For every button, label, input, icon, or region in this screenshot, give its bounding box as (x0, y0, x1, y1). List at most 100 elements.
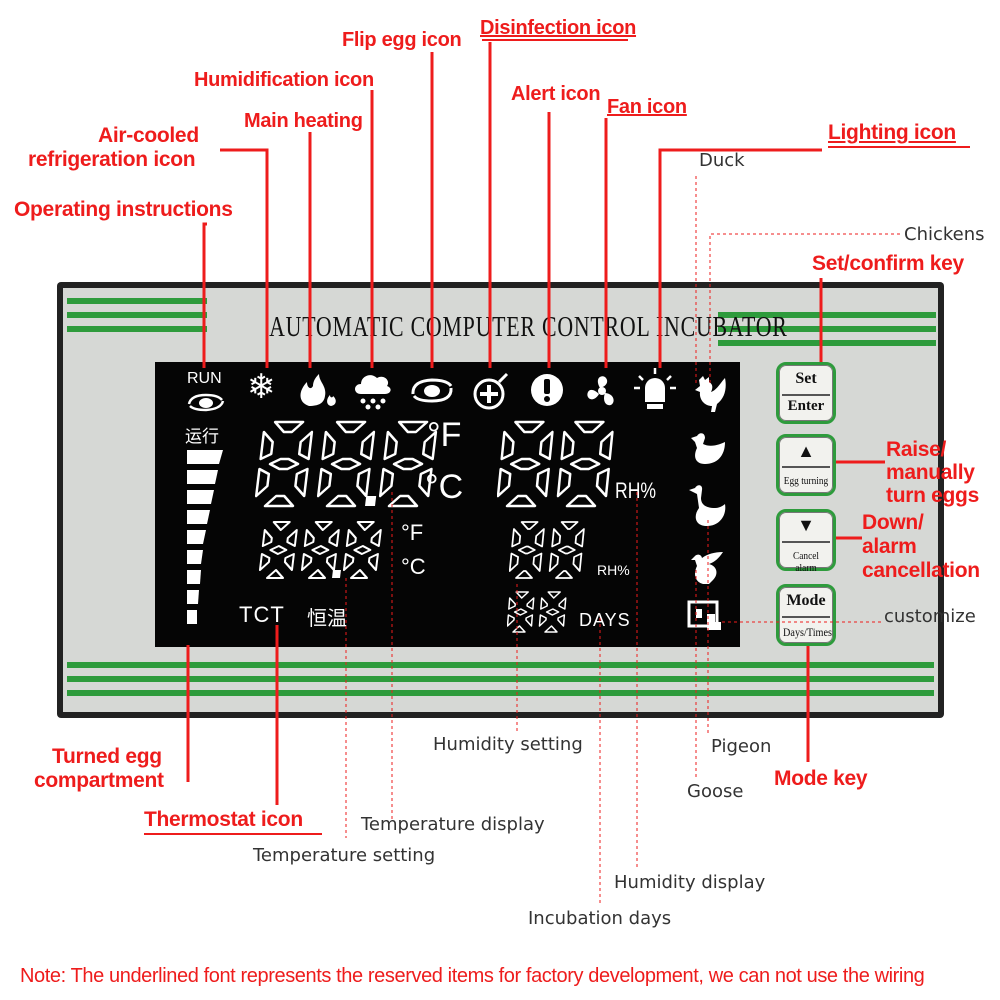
digit-segment (421, 430, 438, 461)
disinfection-icon (473, 372, 509, 410)
digit-segment (273, 420, 305, 434)
callout-operating-instructions: Operating instructions (14, 198, 233, 221)
digit-segment (356, 521, 375, 531)
callout-raise-line3: turn eggs (886, 484, 979, 507)
flip-egg-icon (411, 378, 453, 403)
callout-pigeon: Pigeon (711, 736, 772, 757)
egg-turning-label: Egg turning (783, 475, 829, 487)
bottom-stripe (67, 662, 934, 668)
enter-key-label: Enter (787, 398, 825, 414)
callout-down-line2: alarm (862, 535, 917, 558)
thermostat-cn-label: 恒温 (307, 606, 347, 630)
down-cancel-alarm-button[interactable]: ▼ Cancel alarm (776, 509, 836, 574)
digit-segment (383, 430, 398, 461)
callout-turned-egg-line2: compartment (34, 769, 164, 792)
footnote: Note: The underlined font represents the… (20, 965, 925, 987)
callout-air-cooled-line2: refrigeration icon (28, 148, 196, 171)
digit-segment (545, 608, 560, 616)
digit-segment (569, 457, 601, 471)
digit-segment (272, 521, 291, 531)
temperature-setting-digits (258, 520, 402, 585)
digit-segment (349, 569, 369, 579)
digit-segment (325, 494, 357, 508)
digit-segment (342, 553, 355, 571)
callout-alert: Alert icon (511, 83, 601, 105)
digit-segment (330, 457, 362, 471)
digit-segment (557, 614, 566, 627)
digit-segment (565, 494, 597, 508)
digit-segment (535, 467, 550, 498)
digit-segment (525, 614, 534, 627)
digit-segment (496, 467, 512, 498)
digit-segment (303, 529, 315, 547)
callout-down-line3: cancellation (862, 559, 980, 582)
digit-segment (574, 420, 605, 434)
customize-icon (687, 600, 721, 630)
digit-segment (500, 430, 515, 461)
digit-segment (328, 529, 340, 547)
top-stripe (67, 326, 207, 332)
digit-segment (300, 553, 313, 571)
fan-icon (587, 376, 614, 406)
temperature-set-unit-f: °F (401, 520, 424, 545)
up-arrow-icon: ▲ (797, 441, 815, 461)
decimal-point (365, 496, 377, 506)
digit-segment (269, 545, 288, 555)
seven-segment-display (508, 521, 585, 579)
callout-raise-line1: Raise/ (886, 438, 947, 461)
callout-incubation-days: Incubation days (528, 908, 672, 929)
digit-segment (517, 545, 536, 555)
digit-segment (574, 528, 585, 548)
callout-disinfection: Disinfection icon (480, 17, 637, 39)
digit-segment (558, 597, 567, 610)
callout-raise-line2: manually (886, 461, 975, 484)
digit (508, 521, 545, 579)
key-divider (782, 541, 830, 543)
digit-segment (508, 552, 519, 572)
digit-segment (356, 467, 371, 498)
up-egg-turning-button[interactable]: ▲ Egg turning (776, 434, 836, 496)
pigeon-icon (691, 552, 723, 584)
mode-key-label: Mode (786, 592, 826, 609)
thermostat-tct-label: TCT (239, 602, 285, 627)
incubation-days-digits (506, 590, 584, 639)
digit-segment (560, 430, 575, 461)
digit-segment (505, 494, 537, 508)
set-enter-button[interactable]: Set Enter (776, 362, 836, 424)
digit (506, 591, 535, 633)
digit-segment (511, 528, 522, 548)
callout-chickens: Chickens (904, 224, 985, 245)
digit-segment (397, 420, 429, 434)
digit-segment (526, 597, 535, 610)
light-bulb-icon (634, 368, 676, 409)
callout-main-heating: Main heating (244, 110, 363, 132)
digit-segment (314, 521, 333, 531)
top-stripe (67, 312, 207, 318)
bottom-stripe (67, 676, 934, 682)
digit (556, 420, 614, 508)
callout-goose: Goose (687, 781, 744, 802)
digit-segment (353, 545, 372, 555)
key-divider (782, 394, 830, 396)
top-stripe (718, 340, 936, 346)
digit-segment (265, 569, 285, 579)
digit-segment (547, 591, 561, 599)
egg-turning-bar-graph (187, 450, 223, 624)
digit-segment (551, 528, 562, 548)
digit-segment (555, 570, 573, 579)
callout-thermostat: Thermostat icon (144, 808, 303, 831)
seven-segment-display (506, 591, 567, 633)
digit-segment (311, 545, 330, 555)
digit (378, 420, 438, 508)
humidity-setting-digits (508, 520, 605, 585)
days-label: DAYS (579, 610, 631, 630)
humidity-set-unit: RH% (597, 562, 630, 578)
temperature-unit-f: °F (427, 416, 462, 454)
callout-customize: customize (884, 606, 976, 627)
mode-button[interactable]: Mode Days/Times (776, 584, 836, 646)
callout-mode-key: Mode key (774, 767, 868, 790)
digit-segment (268, 457, 300, 471)
digit-segment (367, 553, 379, 571)
goose-icon (689, 485, 726, 526)
